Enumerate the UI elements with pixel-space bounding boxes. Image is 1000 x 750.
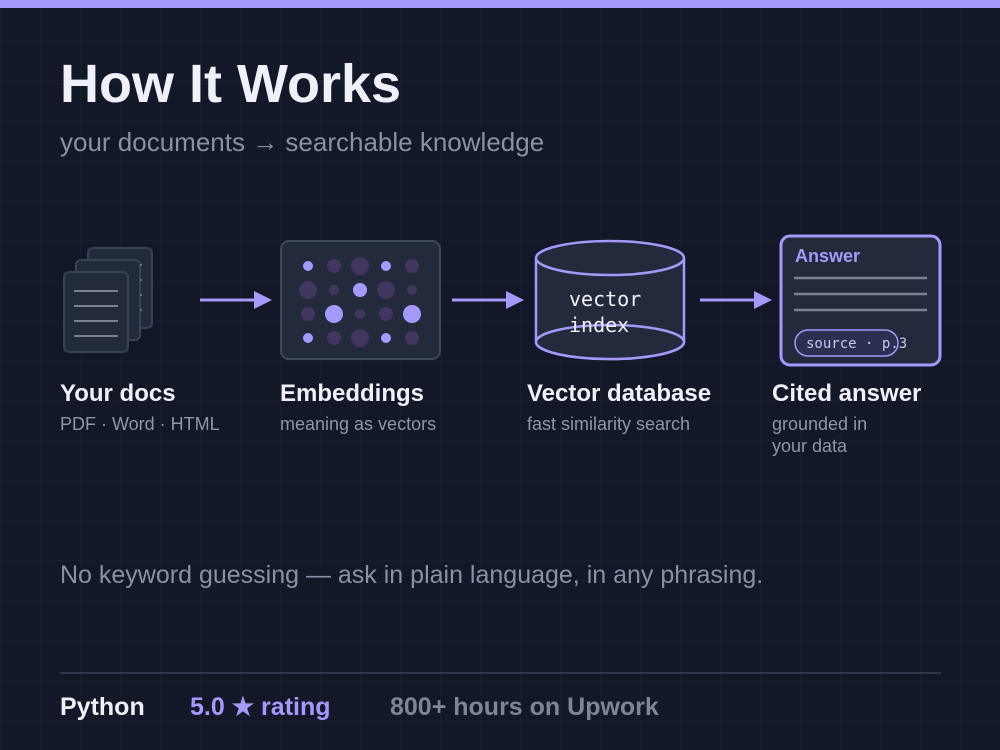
embedding-dot [327, 259, 341, 273]
step-desc-answer: grounded in your data [772, 414, 868, 456]
embedding-dot [327, 331, 341, 345]
db-label-line2: index [569, 313, 629, 337]
embedding-dot [329, 285, 339, 295]
step-desc-embeddings: meaning as vectors [280, 414, 437, 434]
pipeline-diagram: vector index Answer source · p.3 [63, 234, 942, 367]
page-title: How It Works [60, 54, 402, 114]
embedding-dot [407, 285, 417, 295]
embedding-dot [351, 329, 369, 347]
document-stack-icon [63, 247, 153, 353]
embedding-dot [403, 305, 421, 323]
db-label-line1: vector [569, 287, 641, 311]
footer-hours: 800+ hours on Upwork [390, 693, 659, 721]
step-title-embeddings: Embeddings [280, 380, 425, 407]
embedding-dot [301, 307, 315, 321]
embedding-dot [381, 261, 391, 271]
answer-heading: Answer [795, 246, 860, 266]
database-cylinder-icon: vector index [534, 239, 686, 361]
embedding-grid-icon [280, 240, 441, 360]
arrow-right-icon [200, 291, 272, 309]
embedding-dot [353, 283, 367, 297]
arrow-right-icon [700, 291, 772, 309]
page-subtitle: your documents → searchable knowledge [60, 127, 545, 157]
footer-divider [60, 672, 941, 674]
embedding-dot [379, 307, 393, 321]
arrow-right-icon [452, 291, 524, 309]
embedding-dot [355, 309, 365, 319]
embedding-dot [405, 259, 419, 273]
step-title-docs: Your docs [60, 380, 176, 407]
source-chip [794, 329, 899, 357]
top-accent-bar [0, 0, 1000, 8]
step-desc-vector-db: fast similarity search [527, 414, 691, 434]
embedding-dot [381, 333, 391, 343]
embedding-dot [351, 257, 369, 275]
embedding-dot [303, 261, 313, 271]
footer-rating: 5.0 ★ rating [190, 693, 331, 721]
answer-card-icon: Answer source · p.3 [779, 234, 942, 367]
embedding-dot [325, 305, 343, 323]
embedding-dot [303, 333, 313, 343]
embedding-dot [405, 331, 419, 345]
tagline: No keyword guessing — ask in plain langu… [60, 561, 764, 589]
step-desc-docs: PDF · Word · HTML [60, 414, 220, 434]
embedding-dot [299, 281, 317, 299]
source-chip-label: source · p.3 [806, 336, 907, 352]
embedding-dot [377, 281, 395, 299]
step-title-answer: Cited answer [772, 380, 922, 407]
step-title-vector-db: Vector database [527, 380, 712, 407]
footer-language: Python [60, 693, 145, 721]
